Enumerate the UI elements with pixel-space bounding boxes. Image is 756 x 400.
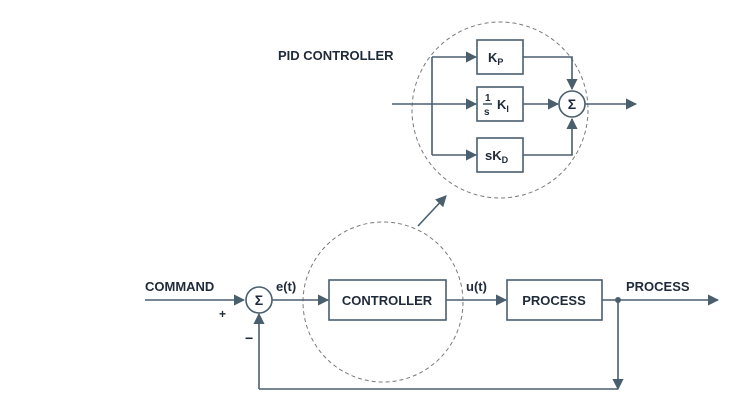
controller-label: CONTROLLER [342, 293, 433, 308]
pid-controller-label: PID CONTROLLER [278, 48, 394, 63]
ki-frac-den: s [484, 107, 490, 118]
controller-zoom-circle [302, 221, 464, 383]
kp-block [476, 39, 524, 75]
pid-zoom-circle [411, 21, 589, 199]
control-signal-label: u(t) [466, 279, 487, 294]
kd-block [476, 137, 524, 173]
kd-label: sKD [485, 148, 509, 165]
controller-block [328, 279, 447, 321]
command-label: COMMAND [145, 279, 214, 294]
plus-sign: + [219, 307, 226, 321]
process-block [506, 279, 603, 321]
minus-sign: − [245, 330, 253, 346]
kd-to-sum [523, 117, 578, 156]
process-output-label: PROCESS [626, 279, 690, 294]
main-sum-symbol: Σ [255, 292, 263, 308]
zoom-arrow [417, 195, 447, 227]
ki-label: KI [497, 97, 509, 114]
kp-label: KP [488, 50, 503, 67]
ki-frac-num: 1 [485, 93, 491, 104]
kp-to-sum [523, 56, 578, 91]
process-label: PROCESS [522, 293, 586, 308]
error-label: e(t) [276, 279, 296, 294]
pid-sum-symbol: Σ [568, 96, 576, 112]
